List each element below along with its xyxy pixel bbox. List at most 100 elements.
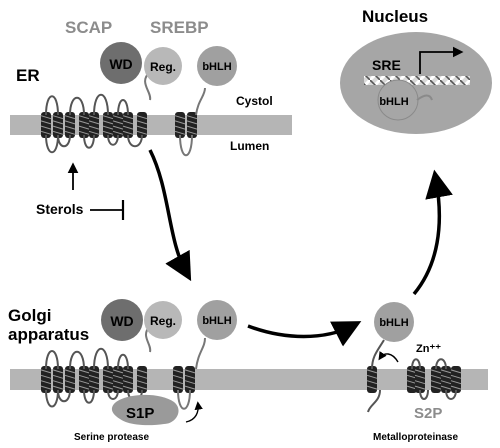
helix-stripe bbox=[172, 385, 184, 390]
helix-stripe bbox=[64, 115, 76, 120]
helix-stripe bbox=[184, 374, 196, 379]
transmembrane-helix bbox=[89, 366, 99, 393]
helix-stripe bbox=[186, 120, 198, 125]
er-wd-domain bbox=[100, 42, 142, 84]
transmembrane-helix bbox=[79, 366, 89, 393]
helix-stripe bbox=[64, 120, 76, 125]
helix-stripe bbox=[88, 369, 100, 374]
transcription-arrow bbox=[419, 46, 464, 74]
helix-stripe bbox=[366, 374, 378, 379]
helix-stripe bbox=[172, 380, 184, 385]
transmembrane-helix bbox=[53, 112, 63, 138]
golgi-bhlh-domain bbox=[197, 300, 237, 340]
helix-stripe bbox=[102, 369, 114, 374]
transmembrane-helix bbox=[451, 366, 461, 393]
transmembrane-helix bbox=[53, 366, 63, 393]
helix-stripe bbox=[52, 369, 64, 374]
golgi-label-line2: apparatus bbox=[8, 325, 89, 344]
golgi-srebp-transmembrane-helices bbox=[172, 366, 196, 393]
sterols-label: Sterols bbox=[36, 201, 84, 217]
helix-stripe bbox=[88, 120, 100, 125]
helix-stripe bbox=[430, 369, 442, 374]
sre-label: SRE bbox=[372, 57, 401, 73]
s1p-label: S1P bbox=[126, 405, 154, 422]
helix-stripe bbox=[78, 130, 90, 135]
helix-stripe bbox=[440, 369, 452, 374]
helix-stripe bbox=[112, 115, 124, 120]
helix-stripe bbox=[40, 369, 52, 374]
er-wd-label: WD bbox=[109, 56, 132, 72]
helix-stripe bbox=[102, 380, 114, 385]
transmembrane-helix bbox=[41, 112, 51, 138]
transmembrane-helix bbox=[175, 112, 185, 138]
zn-label: Zn⁺⁺ bbox=[416, 343, 441, 355]
helix-stripe bbox=[174, 130, 186, 135]
transmembrane-helix bbox=[41, 366, 51, 393]
nucleus-bhlh-tail bbox=[416, 94, 433, 101]
helix-stripe bbox=[102, 130, 114, 135]
helix-stripe bbox=[40, 130, 52, 135]
helix-stripe bbox=[430, 380, 442, 385]
transmembrane-helix bbox=[415, 366, 425, 393]
transmembrane-helix bbox=[185, 366, 195, 393]
helix-stripe bbox=[52, 374, 64, 379]
helix-stripe bbox=[440, 374, 452, 379]
s2p-cleavage-arrow bbox=[378, 351, 399, 363]
helix-stripe bbox=[78, 125, 90, 130]
helix-stripe bbox=[112, 374, 124, 379]
golgi-reg-domain bbox=[144, 301, 182, 339]
transmembrane-helix bbox=[113, 112, 123, 138]
golgi-label-line1: Golgi bbox=[8, 306, 51, 325]
helix-stripe bbox=[122, 380, 134, 385]
transmembrane-helix bbox=[187, 112, 197, 138]
helix-stripe bbox=[112, 120, 124, 125]
helix-stripe bbox=[52, 125, 64, 130]
transmembrane-helix bbox=[103, 366, 113, 393]
helix-stripe bbox=[174, 115, 186, 120]
nucleus-label: Nucleus bbox=[362, 7, 428, 26]
golgi-reg-label: Reg. bbox=[150, 314, 176, 328]
helix-stripe bbox=[40, 374, 52, 379]
serine-protease-label: Serine protease bbox=[74, 432, 149, 443]
transmembrane-helix bbox=[173, 366, 183, 393]
helix-stripe bbox=[136, 380, 148, 385]
s2p-label: S2P bbox=[414, 405, 442, 422]
helix-stripe bbox=[40, 385, 52, 390]
helix-stripe bbox=[450, 380, 462, 385]
helix-stripe bbox=[366, 369, 378, 374]
helix-stripe bbox=[64, 369, 76, 374]
helix-stripe bbox=[440, 385, 452, 390]
helix-stripe bbox=[102, 125, 114, 130]
golgi-scap-transmembrane-helices bbox=[40, 366, 148, 393]
helix-stripe bbox=[52, 120, 64, 125]
transmembrane-helix bbox=[113, 366, 123, 393]
helix-stripe bbox=[102, 374, 114, 379]
er-scap-transmembrane-helices bbox=[40, 112, 148, 138]
helix-stripe bbox=[414, 380, 426, 385]
helix-stripe bbox=[414, 385, 426, 390]
helix-stripe bbox=[78, 374, 90, 379]
helix-stripe bbox=[64, 130, 76, 135]
transmembrane-helix bbox=[137, 366, 147, 393]
helix-stripe bbox=[102, 120, 114, 125]
helix-stripe bbox=[88, 374, 100, 379]
helix-stripe bbox=[136, 125, 148, 130]
helix-stripe bbox=[366, 385, 378, 390]
helix-stripe bbox=[414, 374, 426, 379]
er-label: ER bbox=[16, 66, 40, 85]
helix-stripe bbox=[122, 374, 134, 379]
helix-stripe bbox=[122, 385, 134, 390]
cystol-label: Cystol bbox=[236, 94, 273, 108]
helix-stripe bbox=[88, 130, 100, 135]
helix-stripe bbox=[184, 385, 196, 390]
helix-stripe bbox=[414, 369, 426, 374]
s2p-to-nucleus-arrow bbox=[412, 169, 453, 296]
er-bhlh-domain bbox=[197, 46, 237, 86]
transmembrane-helix bbox=[65, 366, 75, 393]
metalloproteinase-label: Metalloproteinase bbox=[373, 432, 458, 443]
helix-stripe bbox=[112, 369, 124, 374]
helix-stripe bbox=[174, 125, 186, 130]
helix-stripe bbox=[122, 120, 134, 125]
dna-strand bbox=[364, 76, 470, 85]
